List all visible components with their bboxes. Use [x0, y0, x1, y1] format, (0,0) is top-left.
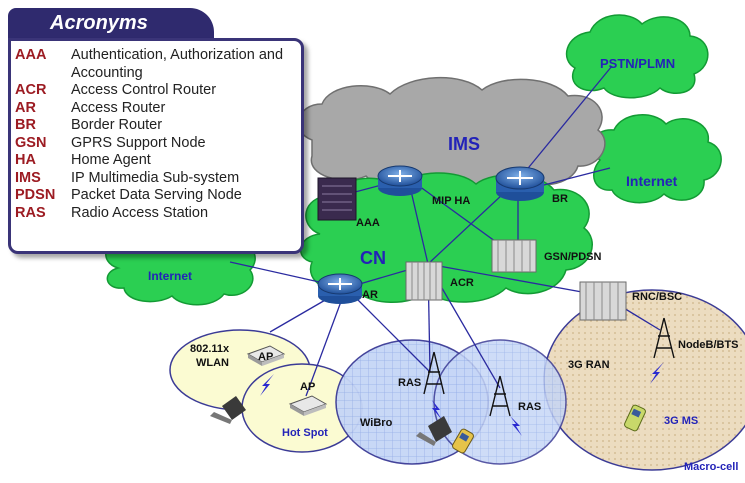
- acronym-abbr: GSN: [15, 134, 47, 151]
- acronym-full: GPRS Support Node: [71, 134, 206, 151]
- laptop-icon-2: [416, 416, 452, 446]
- ap-icon-2: [288, 395, 328, 416]
- acronym-full: Authentication, Authorization and Accoun…: [71, 47, 284, 81]
- br-label: BR: [552, 193, 568, 205]
- mip-ha-label: MIP HA: [432, 195, 470, 207]
- phone-icon-2: [624, 404, 646, 432]
- acronyms-title: Acronyms: [8, 8, 214, 38]
- phone-icon-1: [452, 428, 474, 454]
- acronym-abbr: AAA: [15, 47, 47, 63]
- macro-cell-label: Macro-cell: [684, 461, 738, 473]
- internet-left-label: Internet: [148, 269, 192, 283]
- acronym-row: IMS IP Multimedia Sub-system: [15, 170, 297, 188]
- internet-right-cloud: [590, 114, 722, 204]
- rnc-bsc-label: RNC/BSC: [632, 291, 682, 303]
- acronym-row: AR Access Router: [15, 100, 297, 118]
- acronym-full: IP Multimedia Sub-system: [71, 169, 240, 186]
- radio-bolt-icons: [260, 362, 664, 436]
- ar-label: AR: [362, 289, 378, 301]
- ras-tower-icon-1: [423, 351, 445, 395]
- 3g-ms-label: 3G MS: [664, 415, 698, 427]
- mip-ha-router-icon: [377, 165, 423, 196]
- acronym-full: Radio Access Station: [71, 204, 209, 221]
- acronym-abbr: ACR: [15, 82, 47, 98]
- acronym-full: Border Router: [71, 117, 163, 133]
- acronym-row: HA Home Agent: [15, 152, 297, 170]
- ap-label-2: AP: [300, 381, 315, 393]
- pstn-plmn-cloud: [565, 14, 709, 99]
- ap-label-1: AP: [258, 351, 273, 363]
- nodeb-bts-label: NodeB/BTS: [678, 339, 739, 351]
- acronym-row: BR Border Router: [15, 117, 297, 135]
- acronym-row: ACR Access Control Router: [15, 82, 297, 100]
- acronym-row: AAA Authentication, Authorization and Acc…: [15, 47, 297, 82]
- acronym-row: RAS Radio Access Station: [15, 205, 297, 223]
- rnc-bsc-rack-icon: [579, 281, 627, 321]
- 3g-ran-label: 3G RAN: [568, 359, 610, 371]
- aaa-label: AAA: [356, 217, 380, 229]
- 3g-ran-area: [543, 289, 745, 471]
- ras-label-2: RAS: [518, 401, 541, 413]
- pstn-plmn-label: PSTN/PLMN: [600, 56, 675, 71]
- gsn-pdsn-rack-icon: [491, 239, 537, 273]
- acronym-abbr: RAS: [15, 204, 46, 221]
- gsn-pdsn-label: GSN/PDSN: [544, 251, 602, 263]
- wlan-label-line1: 802.11x: [190, 343, 230, 355]
- acronym-abbr: AR: [15, 99, 36, 116]
- internet-right-label: Internet: [626, 173, 678, 189]
- br-router-icon: [495, 166, 545, 201]
- acr-rack-icon: [405, 261, 443, 301]
- acronym-full: Packet Data Serving Node: [71, 187, 242, 203]
- ims-label: IMS: [448, 134, 480, 154]
- hot-spot-label: Hot Spot: [282, 427, 328, 439]
- acronym-row: PDSN Packet Data Serving Node: [15, 187, 297, 205]
- acronym-full: Home Agent: [71, 152, 151, 168]
- ras-tower-icon-2: [489, 375, 511, 417]
- wlan-label-line2: WLAN: [196, 357, 229, 369]
- acronym-abbr: PDSN: [15, 187, 56, 203]
- acronyms-panel: Acronyms AAA Authentication, Authorizatio…: [8, 8, 304, 254]
- nodeb-tower-icon: [653, 317, 675, 359]
- ras-label-1: RAS: [398, 377, 421, 389]
- ar-router-icon: [317, 273, 363, 304]
- laptop-icon-1: [210, 396, 246, 424]
- acr-label: ACR: [450, 277, 474, 289]
- cn-label: CN: [360, 248, 386, 268]
- acronym-abbr: BR: [15, 117, 36, 133]
- aaa-server-icon: [317, 177, 357, 221]
- acronym-abbr: HA: [15, 152, 36, 168]
- acronyms-list: AAA Authentication, Authorization and Acc…: [8, 38, 304, 254]
- diagram-labels: PSTN/PLMN IMS Internet Internet CN AAA M…: [148, 56, 739, 473]
- acronym-full: Access Control Router: [71, 82, 217, 98]
- wibro-label: WiBro: [360, 417, 393, 429]
- acronym-full: Access Router: [71, 99, 166, 116]
- acronym-abbr: IMS: [15, 169, 41, 186]
- ap-icon-1: [246, 345, 286, 366]
- acronym-row: GSN GPRS Support Node: [15, 135, 297, 153]
